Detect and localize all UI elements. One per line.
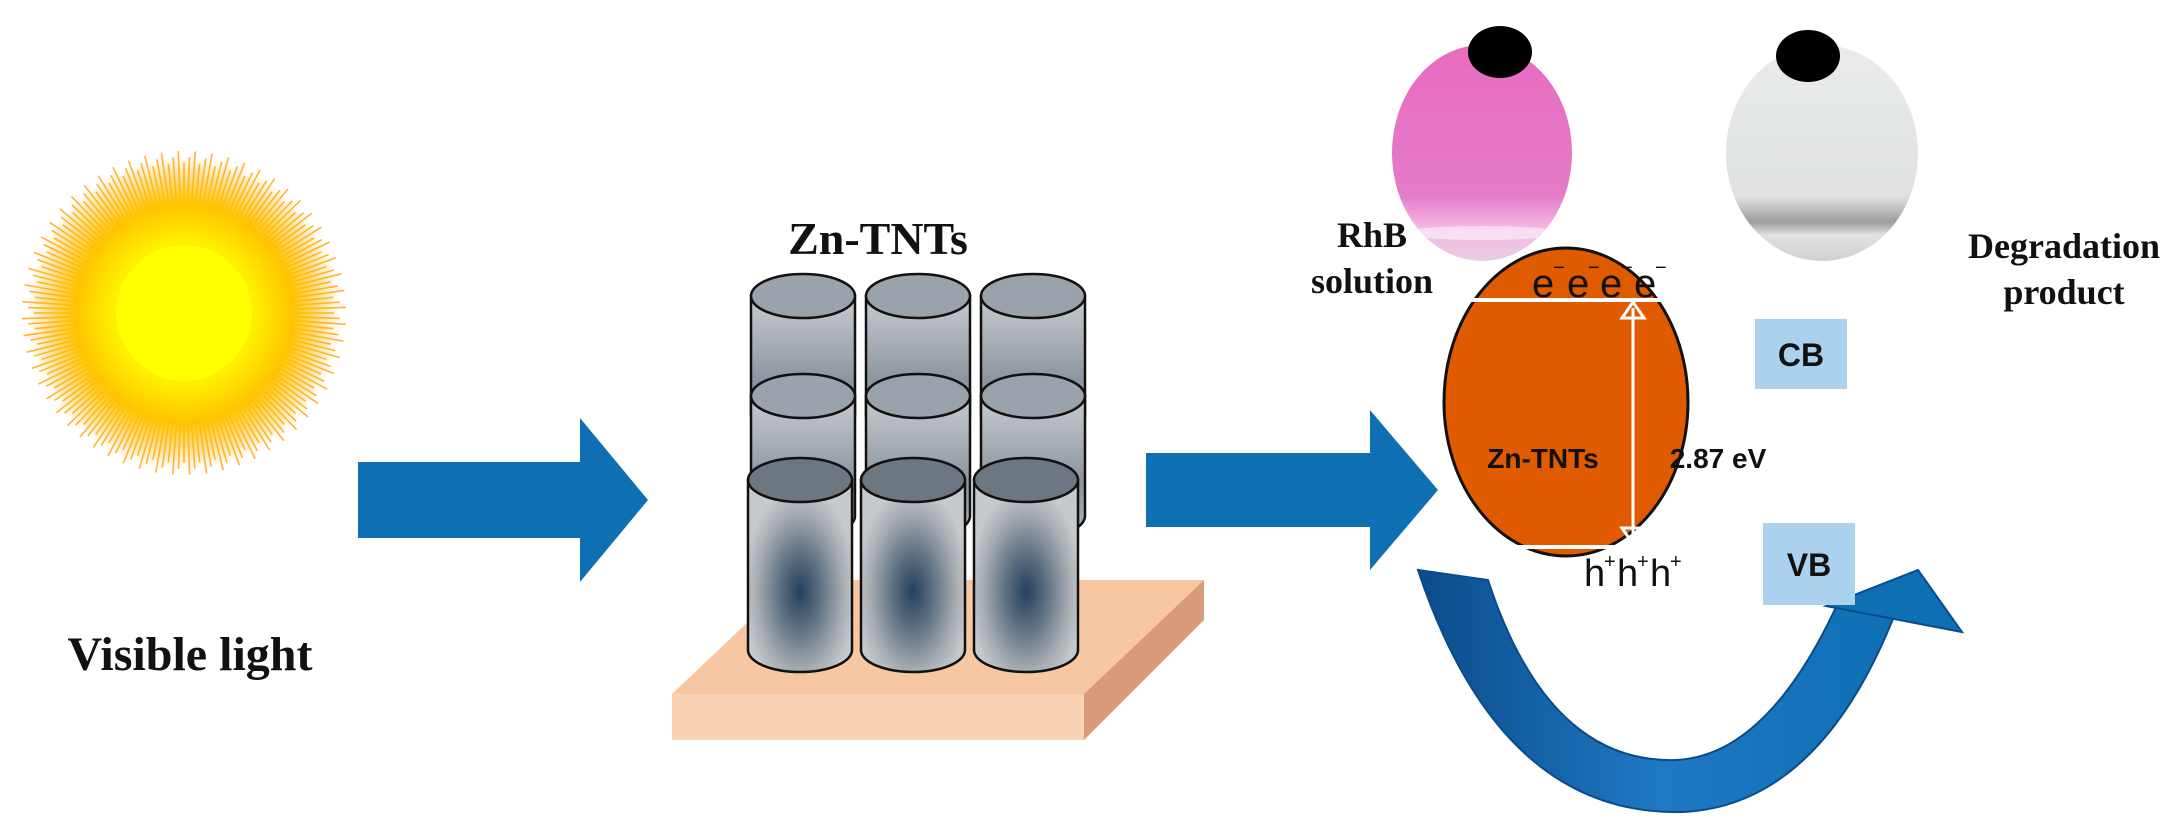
electron-4-charge: − [1655,257,1667,279]
nanotube-8 [859,456,967,674]
hole-1-charge: + [1604,551,1616,573]
vb-box [1763,523,1855,605]
flow-arrow-1 [358,418,648,582]
hole-2: h [1617,553,1638,595]
rhb-label-line2: solution [1311,261,1433,301]
cb-box [1755,319,1847,389]
flow-arrow-2 [1146,410,1438,570]
electron-2: e [1567,262,1589,306]
degradation-vial-icon [1726,30,1918,261]
rhb-vial-cap [1468,26,1532,78]
zn-tnts-title: Zn-TNTs [788,213,968,264]
sun-core [116,245,252,381]
visible-light-label: Visible light [68,628,313,681]
electrons: e − e − e − e − [1532,257,1667,306]
holes: h + h + h + [1584,551,1682,595]
hole-1: h [1584,553,1605,595]
sun-icon [22,151,346,475]
curved-arrow-icon [1416,568,1965,814]
nanotube-9 [972,456,1080,674]
nanotubes [746,272,1087,674]
electron-2-charge: − [1588,257,1600,279]
degradation-label-line2: product [2003,272,2124,312]
rhb-vial-body [1392,45,1572,261]
rhb-vial-icon [1392,26,1572,261]
band-material-label: Zn-TNTs [1487,443,1598,474]
nanotube-7 [746,456,854,674]
band-gap-label: 2.87 eV [1670,443,1767,474]
nanotube-array-icon [672,272,1204,740]
degradation-label-line1: Degradation [1968,226,2160,266]
degradation-vial-body [1726,45,1918,261]
vb-label: VB [1787,547,1831,583]
electron-3: e [1600,262,1622,306]
hole-3-charge: + [1670,551,1682,573]
degradation-vial-cap [1776,30,1840,82]
rhb-label-line1: RhB [1337,215,1407,255]
band-diagram: e − e − e − e − h + h + h + Zn-TNTs 2.87… [1442,246,1855,605]
electron-1-charge: − [1553,257,1565,279]
electron-4: e [1634,262,1656,306]
band-ellipse [1442,246,1690,558]
electron-3-charge: − [1621,257,1633,279]
electron-1: e [1532,262,1554,306]
cb-label: CB [1778,337,1824,373]
hole-3: h [1650,553,1671,595]
hole-2-charge: + [1637,551,1649,573]
